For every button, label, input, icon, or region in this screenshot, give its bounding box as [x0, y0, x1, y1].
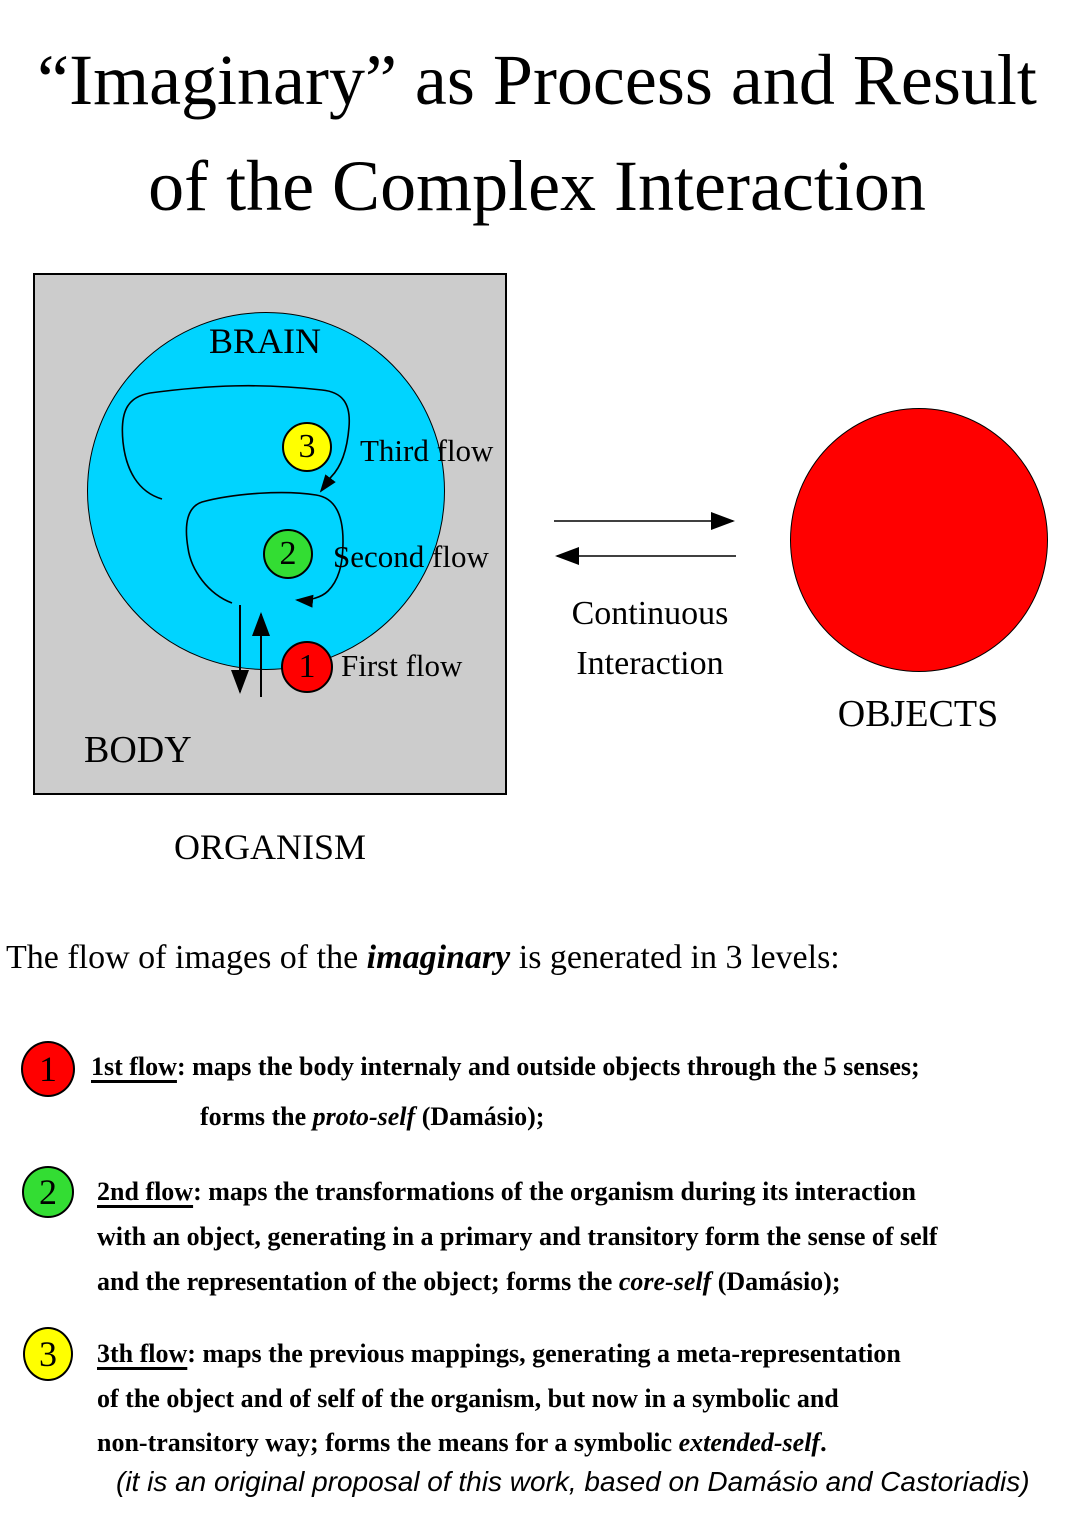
- brain-circle: [87, 312, 445, 670]
- item3-line1-text: : maps the previous mappings, generating…: [187, 1339, 901, 1368]
- objects-circle: [790, 408, 1048, 672]
- item1-line2: forms the proto-self (Damásio);: [200, 1102, 544, 1132]
- item2-line1: 2nd flow: maps the transformations of th…: [97, 1177, 916, 1207]
- item3-line3-pre: non-transitory way; forms the means for …: [97, 1428, 679, 1457]
- flow-marker-1-number: 1: [298, 648, 316, 685]
- first-flow-label: First flow: [341, 648, 463, 683]
- list-marker-2: 2: [22, 1166, 74, 1218]
- item3-extended-self: extended-self: [678, 1428, 821, 1457]
- flow-marker-3: 3: [282, 422, 332, 472]
- second-flow-label: Second flow: [333, 539, 489, 574]
- title-line-2: of the Complex Interaction: [148, 146, 926, 226]
- list-marker-2-number: 2: [39, 1172, 57, 1212]
- intro-sentence: The flow of images of the imaginary is g…: [6, 939, 840, 977]
- item3-line3-post: .: [820, 1428, 827, 1457]
- item2-line1-text: : maps the transformations of the organi…: [193, 1177, 916, 1206]
- intro-pre: The flow of images of the: [6, 939, 367, 976]
- flow-marker-1: 1: [281, 641, 333, 693]
- objects-label: OBJECTS: [837, 693, 999, 735]
- item3-line2: of the object and of self of the organis…: [97, 1384, 839, 1413]
- item1-line2-post: (Damásio);: [415, 1102, 545, 1131]
- item2-line2: with an object, generating in a primary …: [97, 1222, 938, 1251]
- interaction-line-2: Interaction: [576, 645, 724, 682]
- item3-line3: non-transitory way; forms the means for …: [97, 1428, 827, 1458]
- item3-head: 3th flow: [97, 1339, 188, 1368]
- item1-line1: 1st flow: maps the body internaly and ou…: [91, 1052, 920, 1082]
- flow-marker-3-number: 3: [298, 428, 316, 465]
- continuous-interaction-label: Continuous Interaction: [535, 589, 765, 689]
- list-marker-1-number: 1: [39, 1049, 57, 1089]
- body-label: BODY: [84, 729, 192, 771]
- intro-imaginary: imaginary: [366, 939, 511, 976]
- flow-marker-2-number: 2: [279, 535, 297, 572]
- item3-line1: 3th flow: maps the previous mappings, ge…: [97, 1339, 901, 1369]
- list-marker-3-number: 3: [39, 1334, 57, 1374]
- third-flow-label: Third flow: [360, 433, 494, 468]
- list-marker-3: 3: [23, 1327, 73, 1381]
- brain-label: BRAIN: [208, 321, 321, 361]
- item2-line3: and the representation of the object; fo…: [97, 1267, 841, 1297]
- interaction-line-1: Continuous: [571, 595, 729, 632]
- organism-label: ORGANISM: [173, 827, 367, 867]
- intro-post: is generated in 3 levels:: [510, 939, 840, 976]
- title-line-1: “Imaginary” as Process and Result: [37, 40, 1037, 120]
- item1-head: 1st flow: [91, 1052, 177, 1081]
- list-marker-1: 1: [21, 1041, 75, 1097]
- page-title: “Imaginary” as Process and Result of the…: [0, 27, 1074, 239]
- item2-line3-post: (Damásio);: [711, 1267, 841, 1296]
- item1-proto-self: proto-self: [312, 1102, 416, 1131]
- item2-core-self: core-self: [618, 1267, 712, 1296]
- caption: (it is an original proposal of this work…: [116, 1466, 1030, 1497]
- item1-line2-pre: forms the: [200, 1102, 313, 1131]
- item1-line1-text: : maps the body internaly and outside ob…: [176, 1052, 920, 1081]
- flow-marker-2: 2: [263, 529, 313, 579]
- item2-head: 2nd flow: [97, 1177, 194, 1206]
- item2-line3-pre: and the representation of the object; fo…: [97, 1267, 619, 1296]
